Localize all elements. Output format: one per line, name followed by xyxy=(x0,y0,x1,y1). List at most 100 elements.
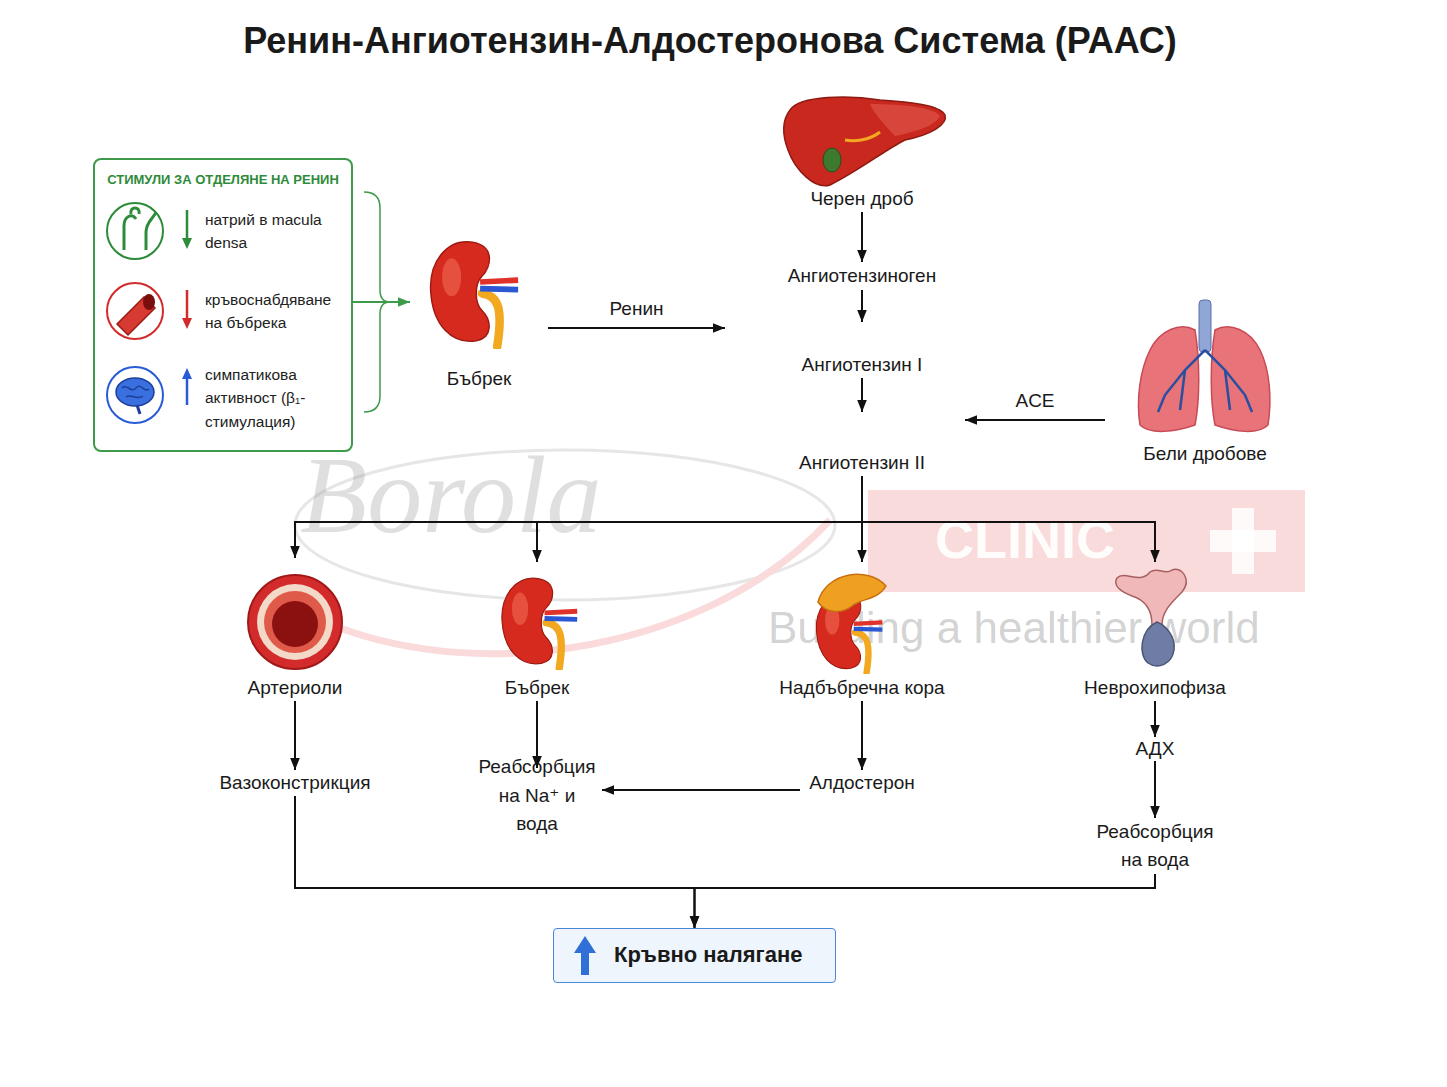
node-text: Кръвно налягане xyxy=(614,941,803,970)
arteriole-illustration xyxy=(257,584,333,660)
watermark-text: Building a healthier world xyxy=(768,603,1260,653)
stimulus-icon-sodium xyxy=(107,203,192,259)
flow-arrow xyxy=(537,476,862,562)
stimulus-icon-sympathetic xyxy=(107,367,192,423)
stimulus-icon-sodium xyxy=(182,238,192,249)
arteriole-illustration xyxy=(248,575,342,669)
adrenal-illustration xyxy=(818,574,886,611)
flow-label: Вазоконстрикция xyxy=(210,770,380,796)
watermark-banner xyxy=(1232,508,1254,574)
edge-label: ACE xyxy=(1015,390,1054,412)
organ-node: Неврохипофиза xyxy=(1080,562,1230,701)
kidney-illustration xyxy=(431,242,519,347)
stimulus-icon-sympathetic xyxy=(122,386,149,397)
node-text: Алдостерон xyxy=(809,771,915,796)
node-text: Реабсорбция на вода xyxy=(1095,818,1215,875)
pituitary-illustration xyxy=(1116,569,1186,625)
flow-label: Ангиотензиноген xyxy=(762,262,962,290)
stimulus-item: симпатикова активност (β₁-стимулация) xyxy=(100,358,345,438)
node-text: натрий в macula densa xyxy=(205,208,325,255)
liver-illustration xyxy=(784,97,946,186)
adrenal-illustration xyxy=(816,593,882,672)
stimulus-bracket xyxy=(364,192,390,412)
liver-illustration xyxy=(784,97,946,186)
stimulus-icon-sympathetic xyxy=(182,368,192,379)
flow-arrow xyxy=(861,290,863,322)
flow-label: Реабсорбция на вода xyxy=(1090,818,1220,874)
flow-arrow xyxy=(861,212,863,262)
flow-arrow xyxy=(861,701,863,770)
stimulus-icon-sympathetic xyxy=(116,378,154,406)
kidney-illustration xyxy=(502,578,577,668)
flow-arrow xyxy=(536,701,538,768)
organ-node: Черен дроб xyxy=(777,92,947,212)
pituitary-illustration xyxy=(1116,569,1186,666)
stimulus-box: СТИМУЛИ ЗА ОТДЕЛЯНЕ НА РЕНИНнатрий в mac… xyxy=(93,158,353,452)
organ-node: Бъбрек xyxy=(478,562,596,701)
stimulus-icon-sodium xyxy=(107,203,163,259)
node-text: симпатикова активност (β₁-стимулация) xyxy=(205,363,335,433)
adrenal-illustration xyxy=(816,574,886,672)
arteriole-illustration xyxy=(264,591,326,653)
node-text: Бъбрек xyxy=(505,676,570,701)
flow-label: Ангиотензин II xyxy=(759,412,965,476)
stimulus-icon-sodium xyxy=(186,210,189,240)
lungs-illustration xyxy=(1199,300,1211,352)
node-text: кръвоснабдяване на бъбрека xyxy=(205,288,340,335)
stimulus-icon-sympathetic xyxy=(107,367,163,423)
flow-arrow xyxy=(862,476,1155,562)
liver-illustration xyxy=(823,148,841,172)
up-arrow-icon xyxy=(574,936,596,975)
flow-label: Ангиотензин I xyxy=(725,322,999,378)
stimulus-icon-blood-flow xyxy=(107,283,163,339)
result-box: Кръвно налягане xyxy=(553,928,836,983)
liver-illustration xyxy=(870,104,940,136)
flow-arrow xyxy=(295,476,862,558)
organ-node: Бели дробове xyxy=(1105,295,1305,467)
flow-arrow xyxy=(965,419,1105,421)
liver-illustration xyxy=(845,132,880,141)
diagram-title: Ренин-Ангиотензин-Алдостеронова Система … xyxy=(0,20,1420,62)
watermark-banner xyxy=(868,490,1305,592)
node-text: Реабсорбция на Na⁺ и вода xyxy=(477,753,597,839)
flow-arrow xyxy=(548,327,725,329)
flow-label: Реабсорбция на Na⁺ и вода xyxy=(472,768,602,824)
flow-label: Алдостерон xyxy=(800,770,924,796)
organ-node: Надбъбречна кора xyxy=(777,562,947,701)
stimulus-icon-sympathetic xyxy=(137,405,140,414)
stimulus-icon-sodium xyxy=(124,208,156,250)
arteriole-illustration xyxy=(272,601,318,647)
stimulus-icon-blood-flow xyxy=(186,290,189,320)
flow-arrow xyxy=(353,301,410,303)
organ-node: Бъбрек xyxy=(410,232,548,392)
edge-label: Ренин xyxy=(609,298,663,320)
flow-arrow xyxy=(295,796,695,928)
node-text: Ангиотензиноген xyxy=(788,264,936,289)
stimulus-icon-blood-flow xyxy=(117,297,155,335)
flow-arrow xyxy=(294,701,296,770)
flow-arrow xyxy=(861,378,863,412)
node-text: Неврохипофиза xyxy=(1084,676,1226,701)
flow-label: АДХ xyxy=(1125,737,1185,761)
watermark-text: CLINIC xyxy=(935,508,1115,570)
flow-arrow xyxy=(695,874,1156,928)
flow-arrow xyxy=(1154,701,1156,737)
flow-arrow xyxy=(861,476,863,562)
arteriole-illustration xyxy=(248,575,342,669)
stimulus-item: кръвоснабдяване на бъбрека xyxy=(100,280,345,342)
node-text: Вазоконстрикция xyxy=(219,771,370,796)
node-text: Ангиотензин II xyxy=(799,451,925,476)
lungs-illustration xyxy=(1211,327,1270,431)
watermark-banner xyxy=(1210,530,1276,552)
organ-node: Артериоли xyxy=(230,558,360,701)
node-text: Черен дроб xyxy=(810,187,913,212)
node-text: Бъбрек xyxy=(447,367,512,392)
flow-arrow xyxy=(1154,761,1156,818)
